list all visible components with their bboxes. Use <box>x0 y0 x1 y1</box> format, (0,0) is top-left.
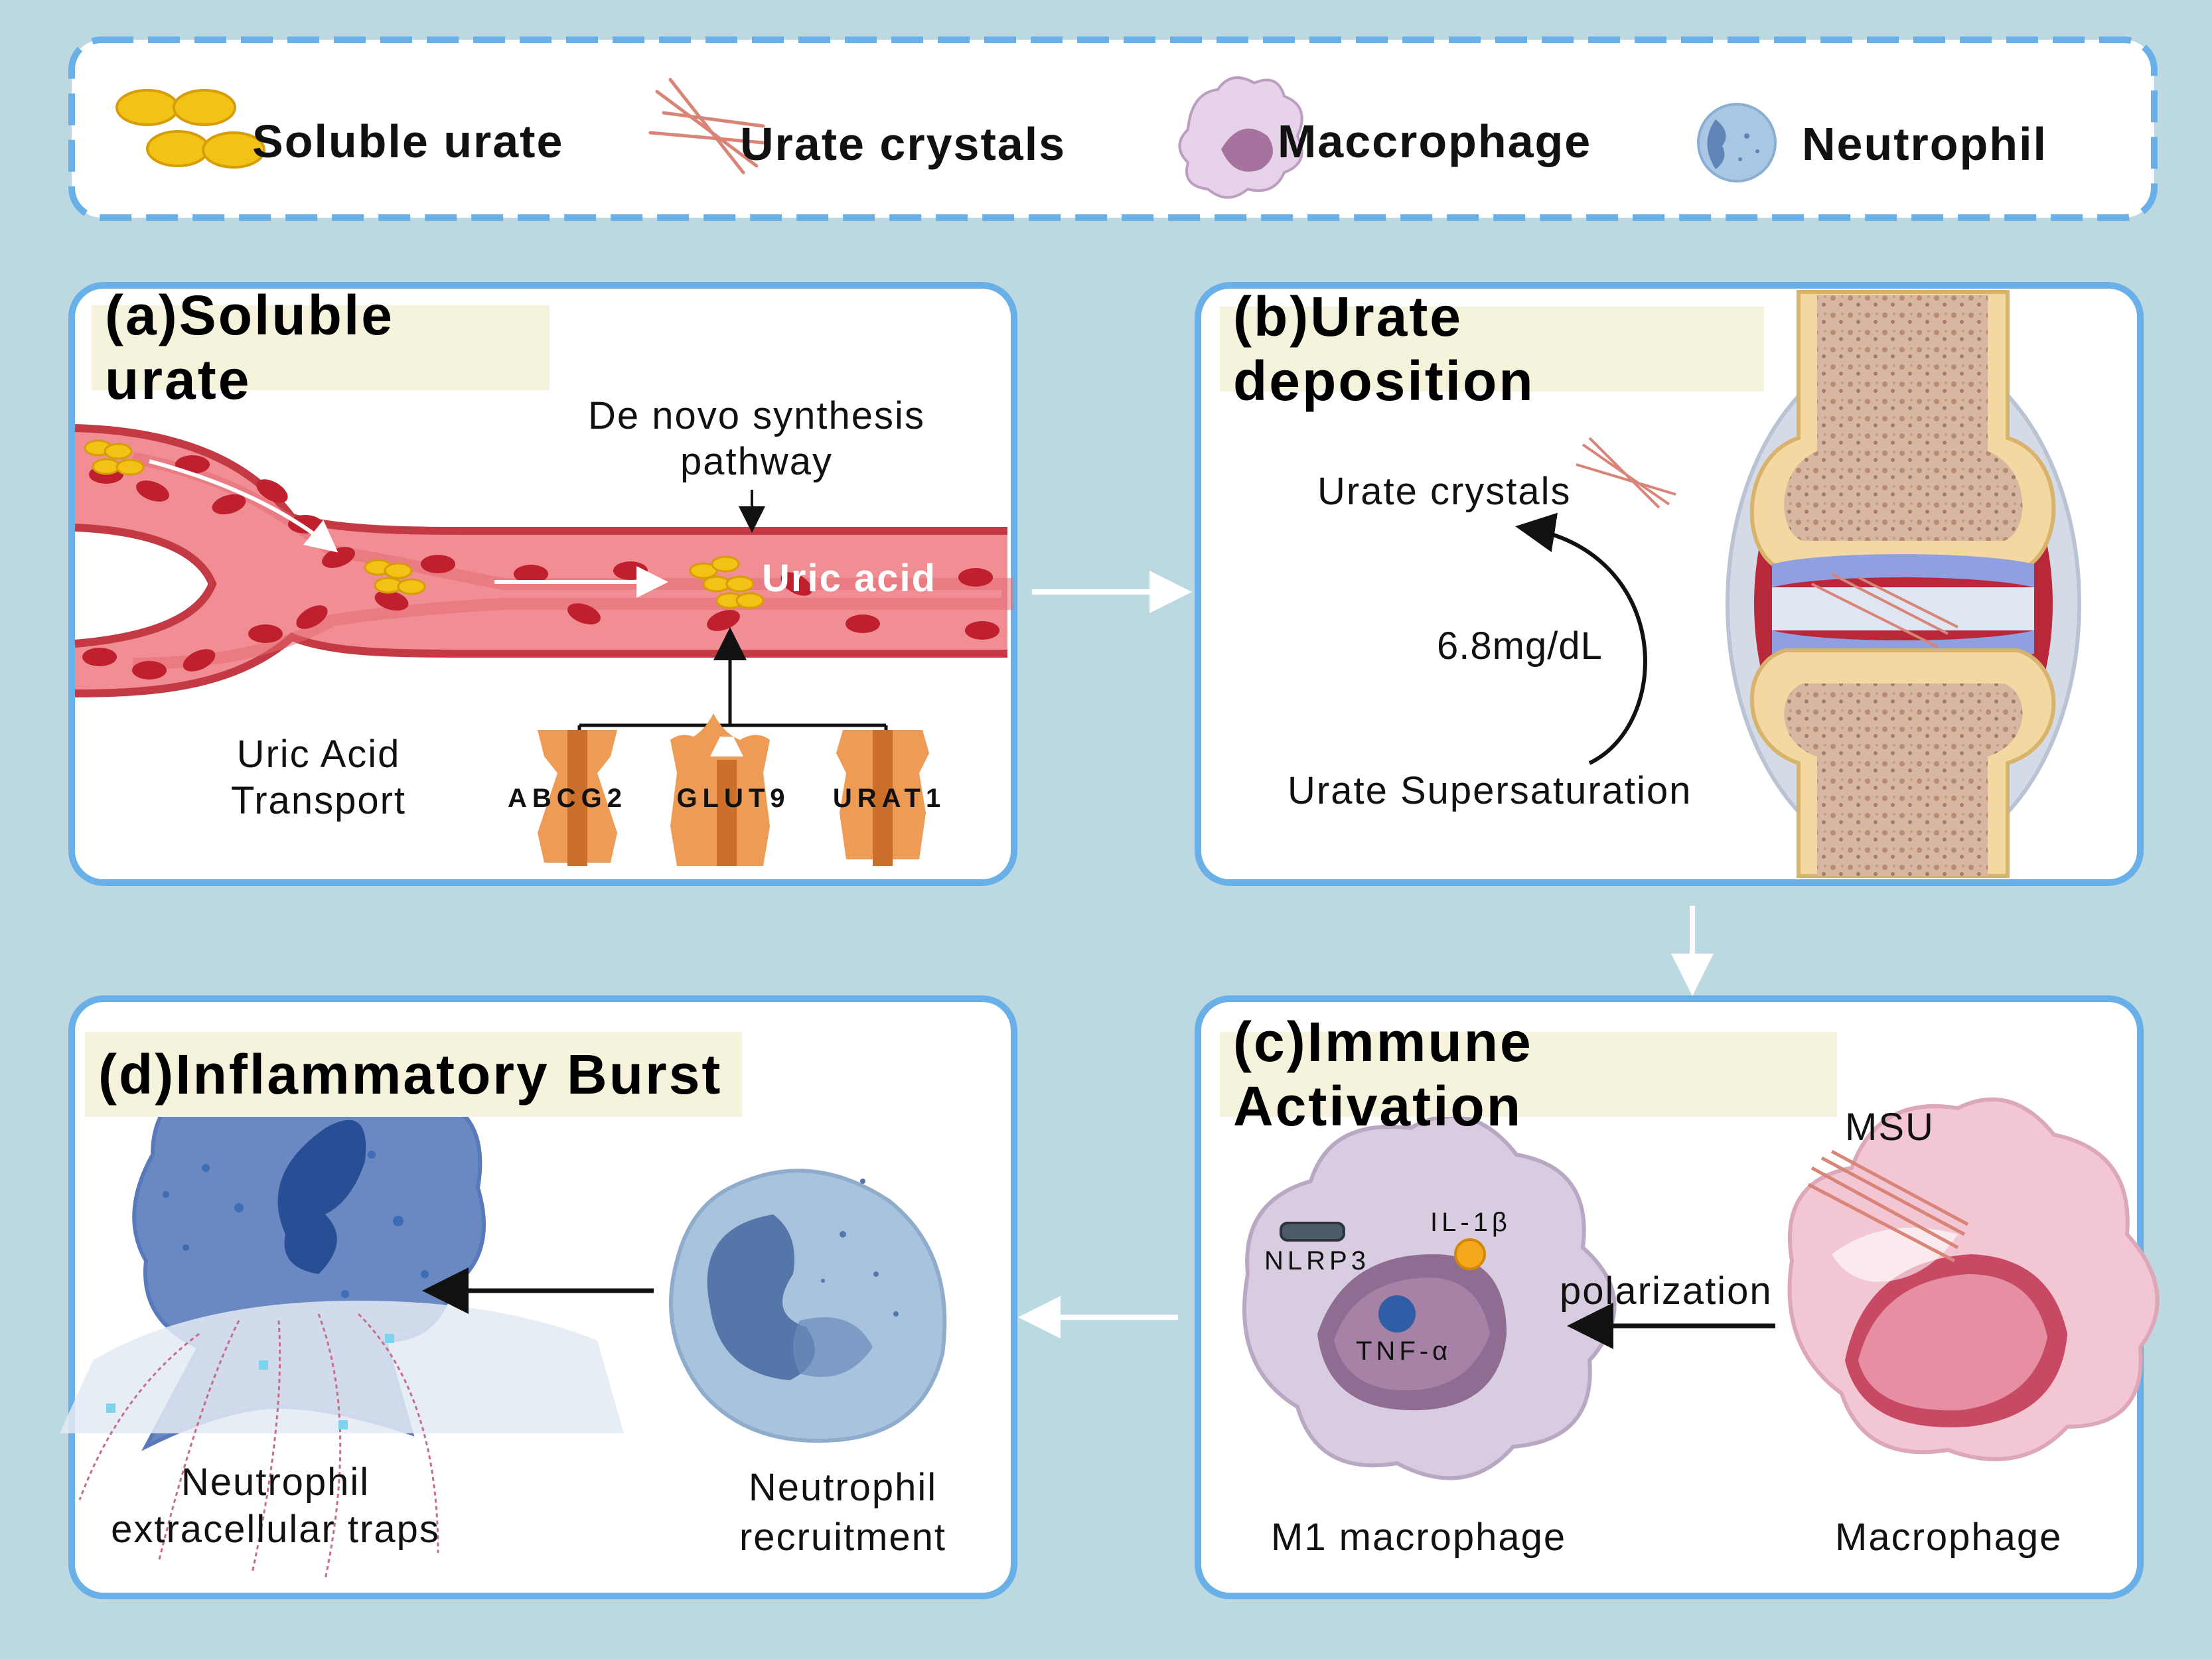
pathway-label: pathway <box>680 440 834 483</box>
recruited-neutrophil-cell <box>669 1169 947 1443</box>
glut9-label: GLUT9 <box>676 784 790 813</box>
net-label-line1: Neutrophil <box>181 1461 370 1504</box>
urat1-transporter-icon <box>836 730 929 866</box>
transport-label-line2: Transport <box>230 779 407 822</box>
glut9-transporter-icon <box>670 713 770 866</box>
tnfa-label: TNF-α <box>1356 1336 1452 1366</box>
recruitment-label-line1: Neutrophil <box>748 1466 938 1509</box>
soluble-urate-particles <box>84 439 765 609</box>
abcg2-label: ABCG2 <box>507 784 628 813</box>
msu-label: MSU <box>1845 1106 1935 1149</box>
threshold-label: 6.8mg/dL <box>1437 624 1603 668</box>
legend-soluble-urate-label: Soluble urate <box>252 115 564 167</box>
legend-neutrophil-label: Neutrophil <box>1802 118 2047 170</box>
legend-macrophage-label: Maccrophage <box>1278 115 1592 167</box>
urat1-label: URAT1 <box>832 784 946 813</box>
m1-macrophage-label: M1 macrophage <box>1271 1516 1567 1559</box>
msu-crystals-icon <box>1807 1149 1969 1263</box>
legend-box <box>68 36 2158 221</box>
transport-label-line1: Uric Acid <box>236 733 401 776</box>
neutrophil-icon <box>1697 103 1777 182</box>
supersaturation-label: Urate Supersaturation <box>1288 769 1692 812</box>
urate-crystals-label: Urate crystals <box>1317 470 1572 513</box>
net-neutrophil-cell <box>60 1050 624 1580</box>
panel-b-title: (b)Urate deposition <box>1220 285 1764 412</box>
flow-arrow-upper <box>149 459 338 553</box>
panel-c-title: (c)Immune Activation <box>1220 1011 1837 1137</box>
uric-acid-label: Uric acid <box>762 557 936 600</box>
legend-urate-crystals-label: Urate crystals <box>740 118 1067 170</box>
abcg2-transporter-icon <box>538 730 617 866</box>
net-label-line2: extracellular traps <box>111 1508 440 1551</box>
soluble-urate-icon <box>115 89 265 169</box>
macrophage-label: Macrophage <box>1835 1516 2063 1559</box>
knee-joint <box>1726 290 2081 878</box>
m1-macrophage-cell <box>1242 1114 1617 1480</box>
recruitment-label-line2: recruitment <box>739 1516 947 1559</box>
il1b-label: IL-1β <box>1430 1208 1511 1237</box>
macrophage-icon <box>1178 76 1303 199</box>
supersaturation-arc-arrow <box>1515 512 1647 765</box>
nlrp3-label: NLRP3 <box>1264 1246 1370 1275</box>
polarization-label: polarization <box>1560 1269 1773 1313</box>
urate-crystals-small-icon <box>1576 437 1676 509</box>
panel-d-title: (d)Inflammatory Burst <box>85 1032 742 1117</box>
urate-crystals-icon <box>648 78 765 175</box>
de-novo-label: De novo synthesis <box>588 394 925 437</box>
panel-a-title: (a)Soluble urate <box>92 284 550 411</box>
